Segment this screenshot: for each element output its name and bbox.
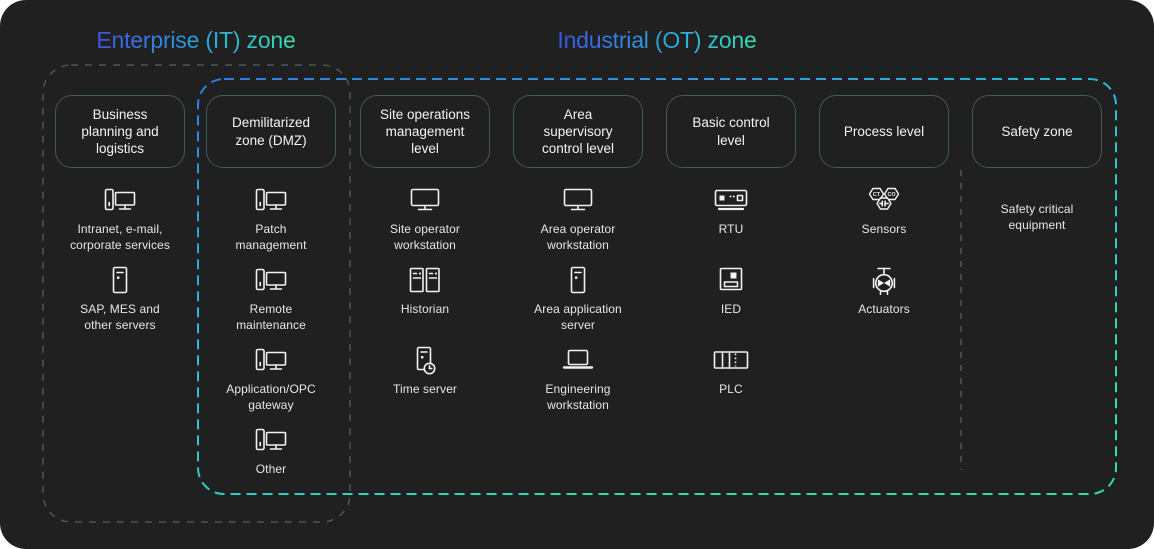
zone-header-dmz: Demilitarized zone (DMZ) xyxy=(206,95,336,168)
server-icon xyxy=(559,266,597,298)
svg-text:CO: CO xyxy=(887,192,895,198)
time-server-icon xyxy=(406,346,444,378)
column-items-dmz: Patch management Remote maintenance Appl… xyxy=(196,186,346,506)
column-items-business-planning: Intranet, e-mail, corporate services SAP… xyxy=(45,186,195,346)
plc-icon xyxy=(712,346,750,378)
equipment-label: Area application server xyxy=(534,302,622,332)
svg-text:CT: CT xyxy=(873,192,881,198)
equipment-label: Intranet, e-mail, corporate services xyxy=(70,222,170,252)
equipment-item: Time server xyxy=(350,346,500,426)
equipment-item: IED xyxy=(656,266,806,346)
equipment-item: Intranet, e-mail, corporate services xyxy=(45,186,195,266)
equipment-item: Application/OPC gateway xyxy=(196,346,346,426)
actuators-icon xyxy=(865,266,903,298)
equipment-label: Actuators xyxy=(858,302,910,316)
column-items-process-level: CT CO Sensors Actuators xyxy=(809,186,959,346)
rtu-icon xyxy=(712,186,750,218)
equipment-label: Remote maintenance xyxy=(236,302,306,332)
sensors-icon: CT CO xyxy=(865,186,903,218)
equipment-item: Patch management xyxy=(196,186,346,266)
zone-header-area-supervisory: Area supervisory control level xyxy=(513,95,643,168)
equipment-label: Application/OPC gateway xyxy=(226,382,316,412)
server-icon xyxy=(101,266,139,298)
equipment-item: Site operator workstation xyxy=(350,186,500,266)
equipment-item: Historian xyxy=(350,266,500,346)
historian-icon xyxy=(406,266,444,298)
equipment-label: Other xyxy=(255,462,287,476)
equipment-label: Engineering workstation xyxy=(545,382,611,412)
equipment-label: Safety critical equipment xyxy=(1000,202,1074,232)
laptop-icon xyxy=(559,346,597,378)
equipment-item: RTU xyxy=(656,186,806,266)
column-items-safety-zone: Safety critical equipment xyxy=(962,186,1112,266)
equipment-item: PLC xyxy=(656,346,806,426)
equipment-item: Engineering workstation xyxy=(503,346,653,426)
column-items-area-supervisory: Area operator workstation Area applicati… xyxy=(503,186,653,426)
zone-header-basic-control: Basic control level xyxy=(666,95,796,168)
zone-header-safety-zone: Safety zone xyxy=(972,95,1102,168)
equipment-item: Other xyxy=(196,426,346,506)
zone-header-process-level: Process level xyxy=(819,95,949,168)
column-items-basic-control: RTU IED PLC xyxy=(656,186,806,426)
workstation-icon xyxy=(252,186,290,218)
equipment-item: SAP, MES and other servers xyxy=(45,266,195,346)
equipment-label: Time server xyxy=(393,382,457,396)
equipment-label: Historian xyxy=(400,302,450,316)
zone-title-it: Enterprise (IT) zone xyxy=(96,27,296,53)
equipment-label: Site operator workstation xyxy=(389,222,460,252)
equipment-label: PLC xyxy=(719,382,743,396)
column-items-site-operations: Site operator workstation Historian Time… xyxy=(350,186,500,426)
equipment-label: SAP, MES and other servers xyxy=(80,302,160,332)
equipment-label: IED xyxy=(720,302,742,316)
zone-header-business-planning: Business planning and logistics xyxy=(55,95,185,168)
equipment-item: Actuators xyxy=(809,266,959,346)
workstation-icon xyxy=(252,266,290,298)
equipment-item: Remote maintenance xyxy=(196,266,346,346)
equipment-item: Area operator workstation xyxy=(503,186,653,266)
workstation-icon xyxy=(252,346,290,378)
equipment-label: Sensors xyxy=(861,222,907,236)
monitor-icon xyxy=(559,186,597,218)
equipment-item: Area application server xyxy=(503,266,653,346)
equipment-item: Safety critical equipment xyxy=(962,186,1112,266)
ied-icon xyxy=(712,266,750,298)
zone-title-ot: Industrial (OT) zone xyxy=(557,27,757,53)
workstation-icon xyxy=(252,426,290,458)
zone-header-site-operations: Site operations management level xyxy=(360,95,490,168)
monitor-icon xyxy=(406,186,444,218)
equipment-label: RTU xyxy=(718,222,744,236)
workstation-icon xyxy=(101,186,139,218)
equipment-label: Area operator workstation xyxy=(540,222,616,252)
equipment-label: Patch management xyxy=(235,222,307,252)
equipment-item: CT CO Sensors xyxy=(809,186,959,266)
